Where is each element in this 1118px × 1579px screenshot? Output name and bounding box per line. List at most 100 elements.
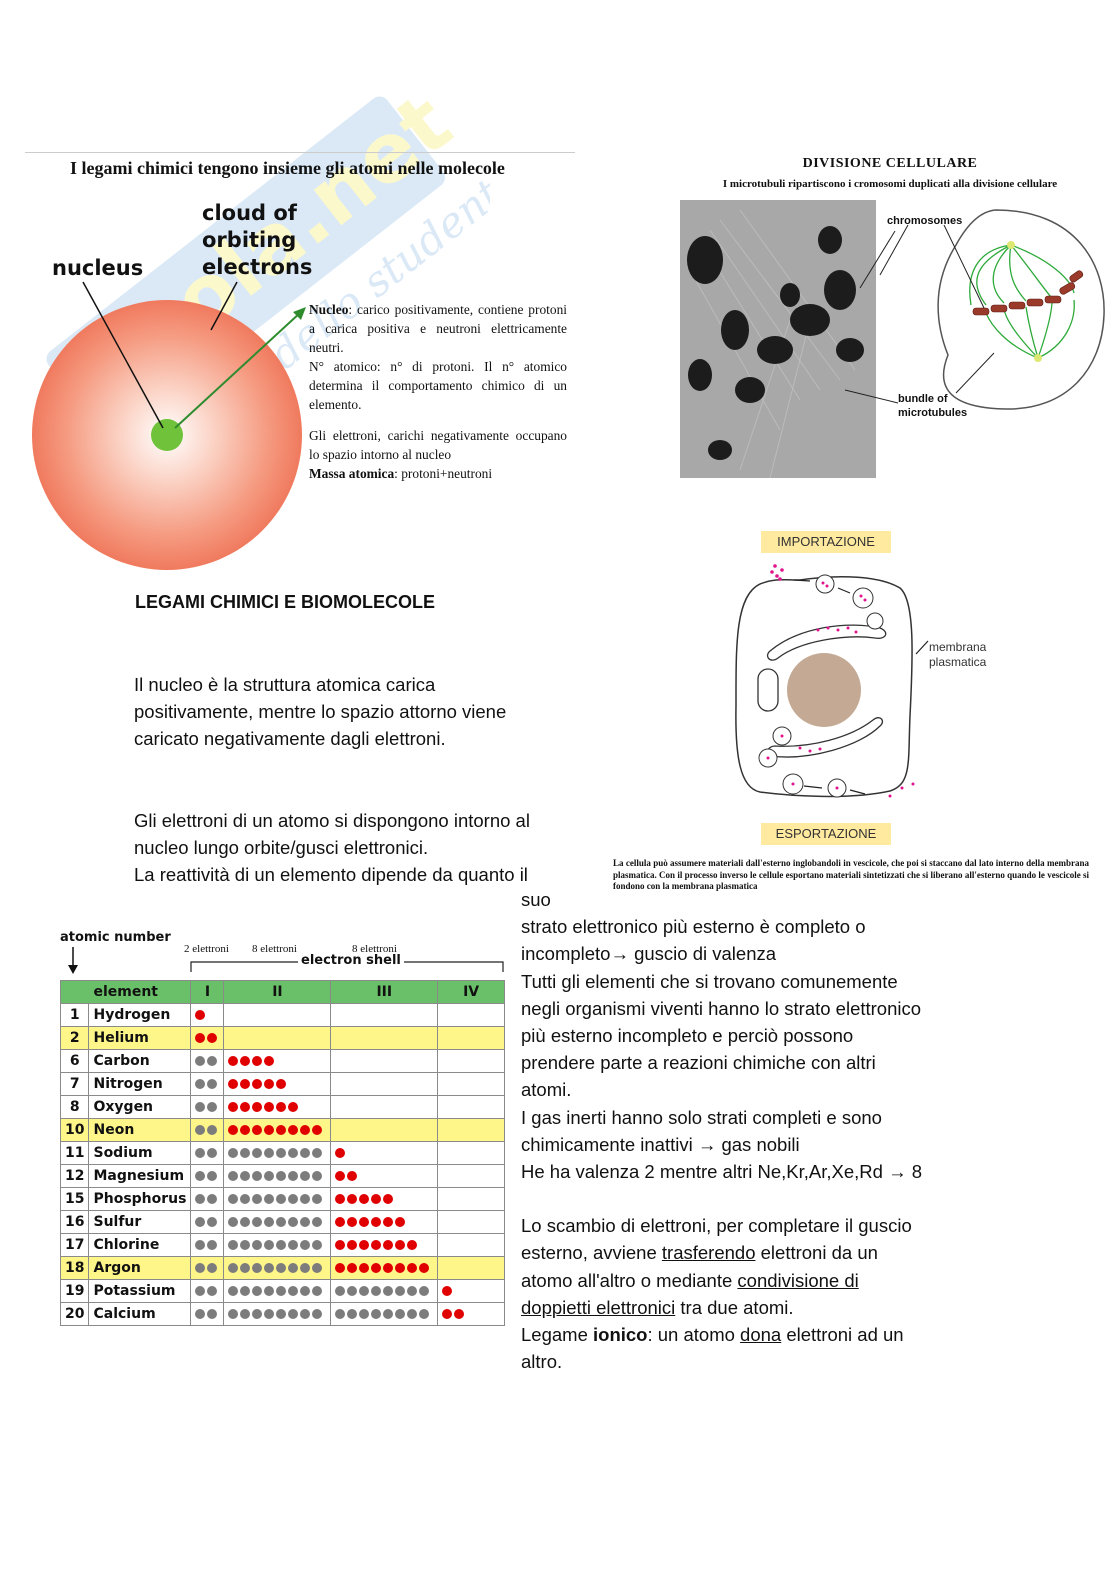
arrow-head bbox=[293, 307, 306, 320]
atomic-number-arrow bbox=[68, 947, 78, 974]
electron-dot bbox=[288, 1102, 299, 1112]
division-subtitle: I microtubuli ripartiscono i cromosomi d… bbox=[722, 178, 1058, 190]
electron-dot bbox=[276, 1102, 287, 1112]
electron-dot bbox=[276, 1263, 287, 1273]
electron-dot bbox=[207, 1240, 218, 1250]
electron-dot bbox=[207, 1286, 218, 1296]
shell-cell bbox=[330, 1141, 439, 1165]
electron-dot bbox=[228, 1240, 239, 1250]
right-line-2: incompleto→ guscio di valenza bbox=[521, 943, 777, 965]
cloud-label-line-2: orbiting bbox=[202, 228, 297, 252]
electron-dot bbox=[347, 1240, 358, 1250]
electron-dot bbox=[207, 1217, 218, 1227]
shell-cell bbox=[330, 1233, 439, 1257]
electron-dot bbox=[371, 1194, 382, 1204]
electron-dot bbox=[240, 1171, 251, 1181]
cell-caption: La cellula può assumere materiali dall'e… bbox=[613, 858, 1089, 891]
electron-dot bbox=[252, 1263, 263, 1273]
right-line-10: He ha valenza 2 mentre altri Ne,Kr,Ar,Xe… bbox=[521, 1161, 923, 1183]
electron-dot bbox=[228, 1217, 239, 1227]
electron-dot bbox=[207, 1309, 218, 1319]
shell-cell bbox=[437, 1279, 505, 1303]
import-label: IMPORTAZIONE bbox=[761, 531, 891, 553]
paragraph-nucleus: Il nucleo è la struttura atomica carica … bbox=[134, 671, 506, 752]
electron-dot bbox=[240, 1194, 251, 1204]
atomic-number-cell: 7 bbox=[59, 1072, 90, 1096]
right-line-8: I gas inerti hanno solo strati completi … bbox=[521, 1106, 882, 1128]
electron-dot bbox=[371, 1309, 382, 1319]
cell-transport-diagram bbox=[735, 564, 929, 798]
atomic-number-cell: 20 bbox=[59, 1302, 90, 1326]
table-header-row: element I II III IV bbox=[59, 980, 505, 1004]
electron-dot bbox=[419, 1309, 430, 1319]
electron-dot bbox=[300, 1217, 311, 1227]
electron-dot bbox=[300, 1240, 311, 1250]
shell-cell bbox=[190, 1164, 225, 1188]
electron-dot bbox=[312, 1125, 323, 1135]
nucleus-arrow bbox=[174, 311, 302, 429]
element-name-cell: Sulfur bbox=[88, 1210, 192, 1234]
electron-dot bbox=[240, 1217, 251, 1227]
shell-cell bbox=[190, 1256, 225, 1280]
export-label: ESPORTAZIONE bbox=[761, 823, 891, 845]
shell-cell bbox=[223, 1256, 332, 1280]
shell-cell bbox=[223, 1049, 332, 1073]
electron-dot bbox=[276, 1217, 287, 1227]
electron-dot bbox=[264, 1286, 275, 1296]
electron-dot bbox=[240, 1148, 251, 1158]
electron-dot bbox=[383, 1217, 394, 1227]
electron-dot bbox=[347, 1286, 358, 1296]
electron-dot bbox=[264, 1056, 275, 1066]
condivisione-underlined: condivisione di bbox=[737, 1269, 859, 1291]
electron-dot bbox=[240, 1286, 251, 1296]
shell-cell bbox=[330, 1279, 439, 1303]
shell-cell bbox=[223, 1072, 332, 1096]
electron-dot bbox=[288, 1194, 299, 1204]
membrane-label: membrana plasmatica bbox=[929, 640, 986, 670]
electron-dot bbox=[383, 1286, 394, 1296]
electron-dot bbox=[264, 1217, 275, 1227]
electron-dot bbox=[240, 1125, 251, 1135]
electron-dot bbox=[252, 1194, 263, 1204]
header-shell-1: I bbox=[190, 980, 225, 1004]
shell-cell bbox=[223, 1210, 332, 1234]
header-shell-3: III bbox=[330, 980, 439, 1004]
shell-cell bbox=[437, 1187, 505, 1211]
electron-dot bbox=[228, 1171, 239, 1181]
electron-dot bbox=[359, 1240, 370, 1250]
electron-dot bbox=[371, 1263, 382, 1273]
shell-cell bbox=[223, 1279, 332, 1303]
atomic-number-desc: N° atomico: n° di protoni. Il n° atomico… bbox=[309, 359, 567, 412]
electron-dot bbox=[300, 1263, 311, 1273]
electron-dot bbox=[335, 1286, 346, 1296]
para1-line-1: Il nucleo è la struttura atomica carica bbox=[134, 674, 436, 695]
shell-cell bbox=[330, 1072, 439, 1096]
para2-line-3: La reattività di un elemento dipende da … bbox=[134, 864, 528, 885]
para2-line-4: suo bbox=[521, 889, 551, 910]
right-line-12: esterno, avviene trasferendo elettroni d… bbox=[521, 1239, 991, 1266]
electron-dot bbox=[359, 1286, 370, 1296]
atom-description: Nucleo: carico positivamente, contiene p… bbox=[309, 300, 567, 495]
electron-dot bbox=[395, 1309, 406, 1319]
electron-dot bbox=[347, 1171, 358, 1181]
atomic-number-cell: 1 bbox=[59, 1003, 90, 1027]
atomic-number-cell: 12 bbox=[59, 1164, 90, 1188]
electron-dot bbox=[288, 1240, 299, 1250]
shell-cell bbox=[223, 1095, 332, 1119]
right-text-block: suo strato elettronico più esterno è com… bbox=[521, 886, 991, 1375]
electron-dot bbox=[312, 1148, 323, 1158]
atomic-number-cell: 2 bbox=[59, 1026, 90, 1050]
electron-dot bbox=[347, 1263, 358, 1273]
electron-dot bbox=[252, 1056, 263, 1066]
doppietti-underlined: doppietti elettronici bbox=[521, 1296, 676, 1318]
electron-dot bbox=[240, 1079, 251, 1089]
electron-dot bbox=[300, 1194, 311, 1204]
electron-dot bbox=[347, 1309, 358, 1319]
atom-figure-title: I legami chimici tengono insieme gli ato… bbox=[70, 158, 505, 178]
electron-dot bbox=[419, 1286, 430, 1296]
nucleus-pointer bbox=[82, 281, 164, 429]
electron-dot bbox=[347, 1217, 358, 1227]
